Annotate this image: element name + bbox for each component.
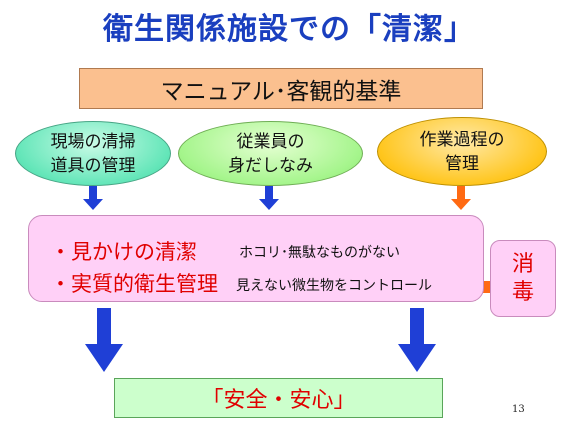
bullet-substantial-hygiene: ・実質的衛生管理 (50, 272, 218, 296)
note-control-microbes: 見えない微生物をコントロール (236, 278, 432, 294)
disinfection-box: 消 毒 (490, 240, 556, 317)
factor-cleaning-tools: 現場の清掃 道具の管理 (15, 121, 171, 186)
arrow-down-big-1 (85, 308, 123, 372)
factor-process-management: 作業過程の 管理 (377, 117, 547, 186)
page-number: 13 (512, 404, 525, 415)
slide-title: 衛生関係施設での「清潔」 (103, 12, 475, 47)
bullet-apparent-cleanliness: ・見かけの清潔 (50, 240, 197, 264)
arrow-down-3 (451, 186, 471, 210)
arrow-down-1 (83, 186, 103, 210)
note-no-dust: ホコリ･無駄なものがない (239, 245, 400, 261)
arrow-down-2 (259, 186, 279, 210)
safety-security-box: 「安全・安心」 (114, 378, 443, 418)
arrow-down-big-2 (398, 308, 436, 372)
cleanliness-box (28, 215, 484, 302)
factor-staff-grooming: 従業員の 身だしなみ (178, 121, 363, 186)
manual-standard-box: マニュアル･客観的基準 (79, 68, 483, 109)
